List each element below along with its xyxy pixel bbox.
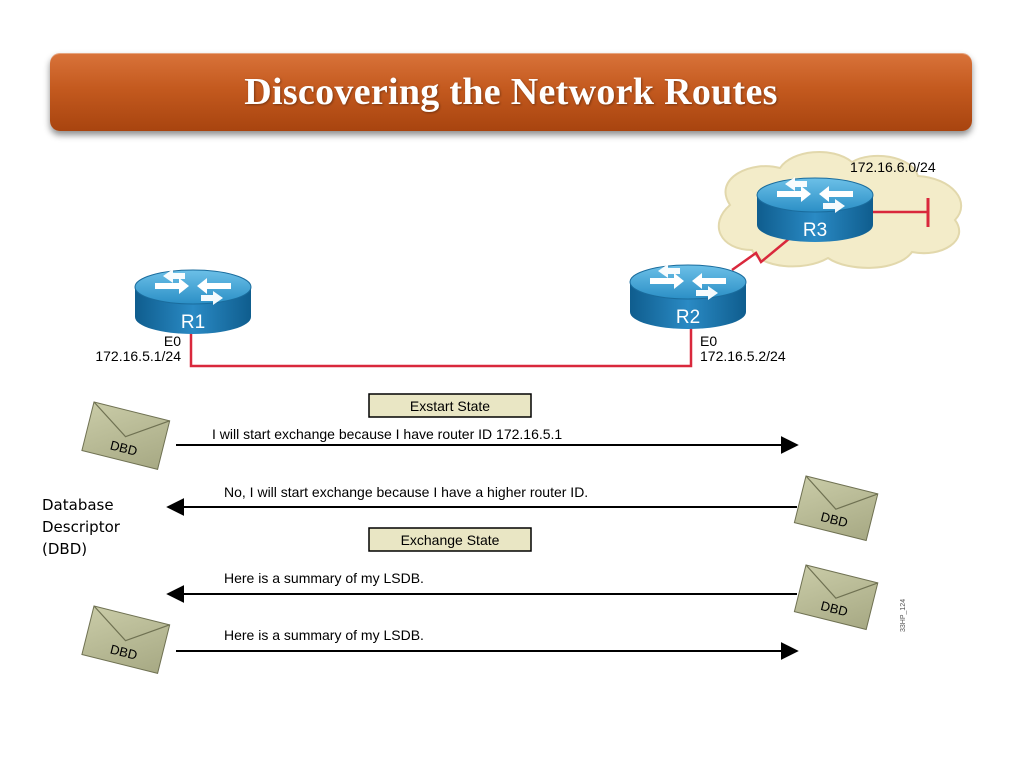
side-label-line-2: Descriptor (42, 518, 120, 536)
r1-interface: E0 (164, 333, 181, 349)
dbd-envelope-icon: DBD (81, 401, 171, 470)
dbd-envelope-icon: DBD (793, 475, 879, 542)
exstart-state-box: Exstart State (368, 393, 532, 418)
dbd-envelope-label: DBD (109, 641, 139, 662)
dbd-envelope-label: DBD (819, 598, 849, 619)
r2-ip: 172.16.5.2/24 (700, 348, 786, 364)
r1-label: R1 (181, 312, 205, 333)
title-banner: Discovering the Network Routes (50, 53, 972, 131)
message-4-text: Here is a summary of my LSDB. (224, 627, 424, 643)
message-3-text: Here is a summary of my LSDB. (224, 570, 424, 586)
exchange-state-label: Exchange State (401, 532, 500, 548)
ethernet-link (189, 322, 693, 368)
message-1-text: I will start exchange because I have rou… (212, 426, 562, 442)
side-label-line-3: (DBD) (42, 540, 88, 558)
dbd-envelope-label: DBD (109, 437, 139, 458)
page-title: Discovering the Network Routes (244, 71, 778, 113)
dbd-envelope-label: DBD (819, 509, 849, 530)
exstart-state-label: Exstart State (410, 398, 490, 414)
dbd-side-label: Database Descriptor (DBD) (42, 494, 120, 560)
side-label-line-1: Database (42, 496, 114, 514)
r2-interface: E0 (700, 333, 717, 349)
lan-stub (872, 198, 930, 227)
r3-label: R3 (803, 220, 827, 241)
exchange-state-box: Exchange State (368, 527, 532, 552)
dbd-envelope-icon: DBD (81, 605, 171, 674)
r1-ip: 172.16.5.1/24 (95, 348, 181, 364)
dbd-envelope-icon: DBD (793, 564, 879, 631)
r3-network: 172.16.6.0/24 (850, 159, 936, 175)
message-2-text: No, I will start exchange because I have… (224, 484, 588, 500)
figure-code: 33HP_124 (900, 599, 907, 632)
serial-link (731, 237, 791, 272)
r2-label: R2 (676, 307, 700, 328)
